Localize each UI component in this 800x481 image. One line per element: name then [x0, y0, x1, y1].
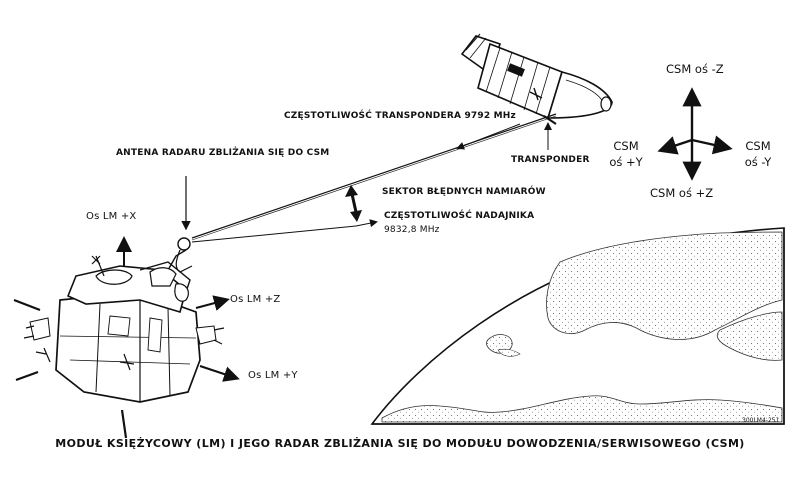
csm-axis-minus-z-label: CSM oś -Z	[666, 62, 724, 76]
transmitter-frequency-value: 9832,8 MHz	[384, 225, 440, 235]
csm-axis-plus-z-label: CSM oś +Z	[650, 186, 714, 200]
csm-axis-plus-y-line1: CSM	[613, 139, 639, 153]
transponder-frequency-leader	[456, 123, 521, 150]
csm-axis-minus-y-line2: oś -Y	[744, 155, 772, 169]
lm-axis-z-label: Os LM +Z	[230, 294, 281, 305]
moon-surface	[370, 227, 785, 425]
error-sector-arrow	[345, 185, 362, 222]
reference-code: 300LM4-251	[742, 417, 780, 424]
radar-beam	[191, 113, 557, 243]
lm-axis-x-label: Os LM +X	[86, 211, 137, 222]
figure-caption: MODUŁ KSIĘŻYCOWY (LM) I JEGO RADAR ZBLIŻ…	[55, 437, 745, 450]
lm-axis-arrows	[13, 236, 240, 439]
lm-axis-y-label: Os LM +Y	[248, 370, 298, 381]
transponder-frequency-label: CZĘSTOTLIWOŚĆ TRANSPONDERA 9792 MHz	[284, 111, 516, 121]
radar-antenna-label: ANTENA RADARU ZBLIŻANIA SIĘ DO CSM	[116, 148, 330, 158]
csm-axis-cross	[657, 87, 733, 181]
csm-axis-minus-y-line1: CSM	[745, 139, 771, 153]
csm-axis-plus-y-line2: oś +Y	[609, 155, 643, 169]
transmitter-frequency-label: CZĘSTOTLIWOŚĆ NADAJNIKA	[384, 211, 535, 221]
lunar-module	[23, 237, 225, 403]
error-sector-label: SEKTOR BŁĘDNYCH NAMIARÓW	[382, 187, 546, 197]
transponder-label: TRANSPONDER	[511, 155, 590, 165]
